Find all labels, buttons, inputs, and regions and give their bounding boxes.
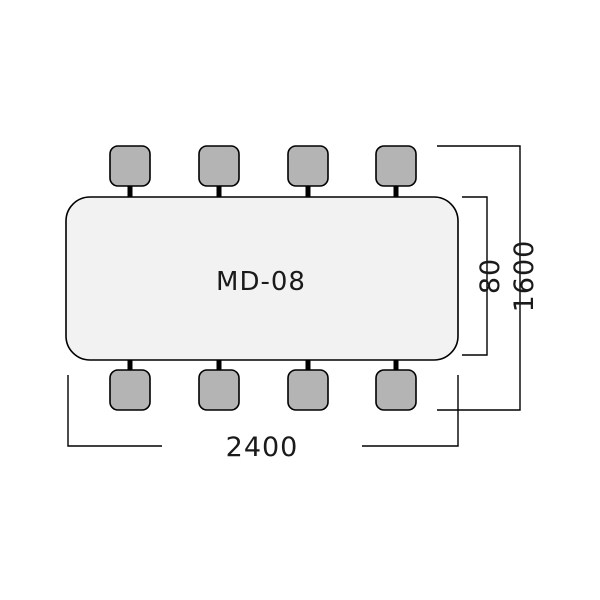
chair-top-2: [198, 145, 240, 198]
overall-depth-dimension: [437, 145, 521, 411]
chair-top-1: [109, 145, 151, 198]
chair-top-3: [287, 145, 329, 198]
bottom-chairs: [109, 358, 417, 411]
top-chairs: [109, 145, 417, 198]
chair-bottom-1: [109, 358, 151, 411]
chair-bottom-4: [375, 358, 417, 411]
table-model-label: MD-08: [216, 267, 306, 297]
chair-top-4: [375, 145, 417, 198]
depth-dimension-label: 80: [475, 258, 506, 294]
overall-depth-dimension-label: 1600: [509, 240, 540, 313]
chair-bottom-2: [198, 358, 240, 411]
chair-bottom-3: [287, 358, 329, 411]
table-top: [65, 196, 459, 361]
depth-dimension: [462, 196, 488, 356]
width-dimension-label: 2400: [226, 432, 299, 463]
width-dimension: [67, 375, 459, 447]
